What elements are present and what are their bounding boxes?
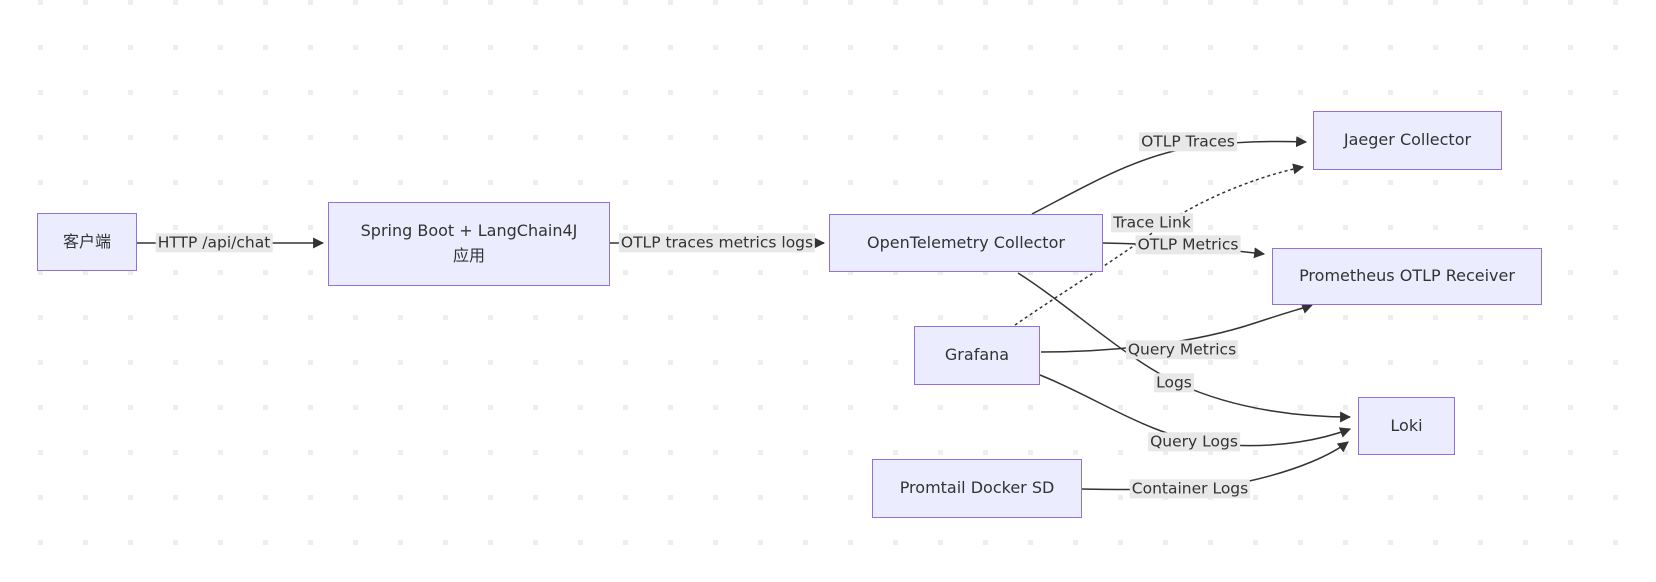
edge-grafana-jaeger-dotted (1014, 163, 1305, 326)
edge-label-otlp-traces: OTLP Traces (1139, 132, 1237, 152)
edge-label-query-metrics: Query Metrics (1125, 340, 1239, 360)
node-prometheus-otlp-receiver-label: Prometheus OTLP Receiver (1299, 266, 1515, 286)
node-jaeger-collector-label: Jaeger Collector (1343, 130, 1472, 150)
node-promtail-docker-sd-label: Promtail Docker SD (899, 478, 1055, 498)
edge-label-query-logs: Query Logs (1148, 432, 1240, 452)
node-prometheus-otlp-receiver: Prometheus OTLP Receiver (1272, 248, 1542, 305)
node-client-label: 客户端 (62, 231, 111, 251)
node-app-label-line1: Spring Boot + LangChain4J (360, 221, 578, 241)
node-loki: Loki (1358, 397, 1455, 455)
node-otel-collector-label: OpenTelemetry Collector (867, 232, 1065, 252)
node-jaeger-collector: Jaeger Collector (1313, 111, 1502, 170)
edge-label-container-logs: Container Logs (1129, 479, 1251, 499)
edge-label-otlp-metrics: OTLP Metrics (1135, 235, 1241, 255)
edge-label-logs: Logs (1154, 373, 1194, 393)
node-promtail-docker-sd: Promtail Docker SD (872, 459, 1082, 518)
node-loki-label: Loki (1390, 415, 1423, 435)
edge-label-trace-link: Trace Link (1111, 213, 1193, 233)
edge-grafana-prometheus (1040, 303, 1314, 353)
node-grafana-label: Grafana (944, 345, 1010, 365)
edge-label-http-api-chat: HTTP /api/chat (155, 233, 273, 253)
node-otel-collector: OpenTelemetry Collector (829, 214, 1103, 272)
edge-label-otlp-traces-metrics-logs: OTLP traces metrics logs (618, 233, 816, 253)
node-app: Spring Boot + LangChain4J 应用 (328, 202, 610, 286)
node-app-label-line2: 应用 (452, 246, 485, 265)
node-grafana: Grafana (914, 326, 1040, 385)
node-client: 客户端 (37, 213, 137, 271)
